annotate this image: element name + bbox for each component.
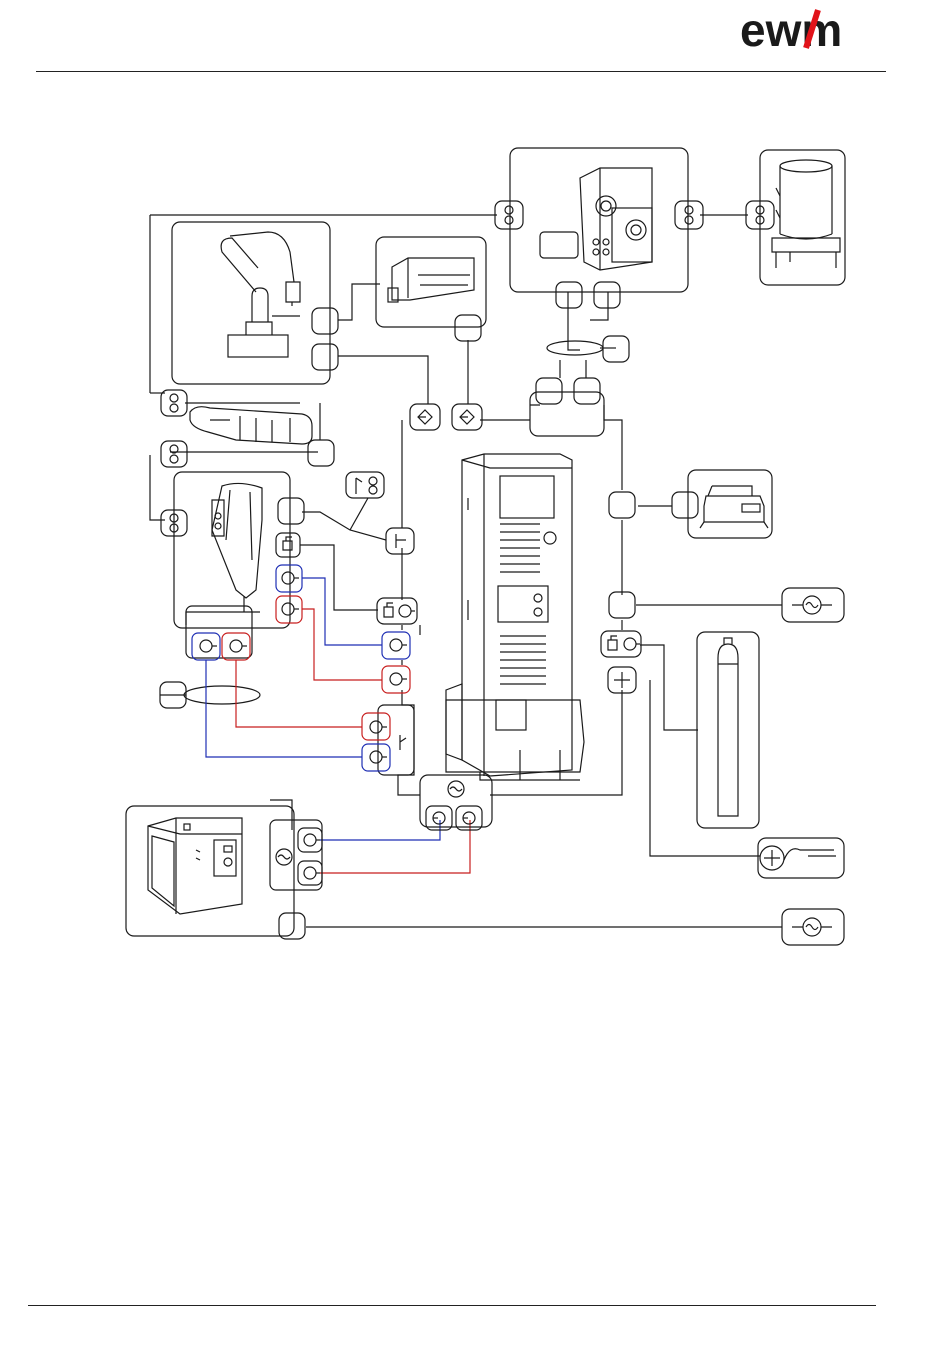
mains-plug-icon bbox=[782, 909, 844, 945]
connection-lines bbox=[150, 215, 782, 927]
callout-box bbox=[609, 492, 635, 518]
torch-frame bbox=[174, 472, 290, 628]
coolant-supply-icon bbox=[298, 828, 322, 852]
hose-package-icon bbox=[190, 407, 312, 444]
callout-box bbox=[455, 315, 481, 341]
welding-power-source-icon bbox=[446, 454, 584, 780]
robot-frame bbox=[172, 222, 330, 384]
interface-socket-icon bbox=[410, 404, 440, 430]
callout-box bbox=[312, 344, 338, 370]
control-socket-icon bbox=[161, 441, 187, 467]
plus-socket-icon bbox=[608, 667, 636, 693]
callout-box bbox=[279, 913, 305, 939]
callout-box bbox=[308, 440, 334, 466]
torch-control-socket-icon bbox=[346, 472, 384, 498]
interface-box-icon bbox=[388, 258, 474, 302]
callout-box bbox=[278, 498, 304, 524]
cooling-hose-red bbox=[236, 609, 470, 873]
coolant-return-icon bbox=[298, 861, 322, 885]
wire-drum-icon bbox=[772, 160, 840, 268]
callout-box bbox=[603, 336, 629, 362]
connector-symbols bbox=[161, 201, 844, 945]
coolant-symbol-icon bbox=[448, 781, 464, 797]
coolant-symbol-icon bbox=[276, 849, 292, 865]
coolant-supply-icon bbox=[276, 565, 302, 592]
interface-socket-icon bbox=[452, 404, 482, 430]
cooling-connector-frame bbox=[270, 820, 322, 890]
transformer-icon bbox=[700, 486, 768, 528]
torch-hose-frame bbox=[186, 606, 252, 658]
welding-torch-icon bbox=[212, 483, 262, 612]
gas-connector-icon bbox=[377, 598, 417, 624]
mains-plug-icon bbox=[782, 588, 844, 622]
callout-box bbox=[672, 492, 698, 518]
gas-cylinder-frame bbox=[697, 632, 759, 828]
wire-feeder-frame bbox=[510, 148, 688, 292]
callout-box bbox=[536, 378, 562, 404]
control-socket-icon bbox=[675, 201, 703, 229]
coolant-return-icon bbox=[276, 596, 302, 623]
coolant-return-icon bbox=[222, 633, 250, 660]
control-socket-icon bbox=[161, 390, 187, 416]
gas-valve-icon bbox=[276, 533, 300, 557]
gas-cylinder-icon bbox=[718, 638, 738, 816]
wire-inlet-icon bbox=[386, 528, 414, 554]
junction-box-frame bbox=[530, 392, 604, 436]
coolant-return-icon bbox=[362, 713, 390, 740]
control-socket-icon bbox=[495, 201, 523, 229]
coolant-supply-icon bbox=[382, 632, 410, 659]
coolant-supply-icon bbox=[362, 744, 390, 771]
robot-arm-icon bbox=[221, 232, 300, 357]
coolant-supply-icon bbox=[192, 633, 220, 660]
callout-box bbox=[609, 592, 635, 618]
callout-box bbox=[574, 378, 600, 404]
wire-feeder-icon bbox=[540, 168, 652, 270]
callout-box bbox=[556, 282, 582, 308]
cooling-unit-icon bbox=[148, 818, 242, 914]
gas-connector-icon bbox=[601, 631, 641, 657]
callout-box bbox=[594, 282, 620, 308]
callout-box bbox=[312, 308, 338, 334]
workpiece-clamp-icon bbox=[758, 838, 844, 878]
torch-connector-icon bbox=[400, 735, 406, 750]
coolant-return-icon bbox=[382, 666, 410, 693]
